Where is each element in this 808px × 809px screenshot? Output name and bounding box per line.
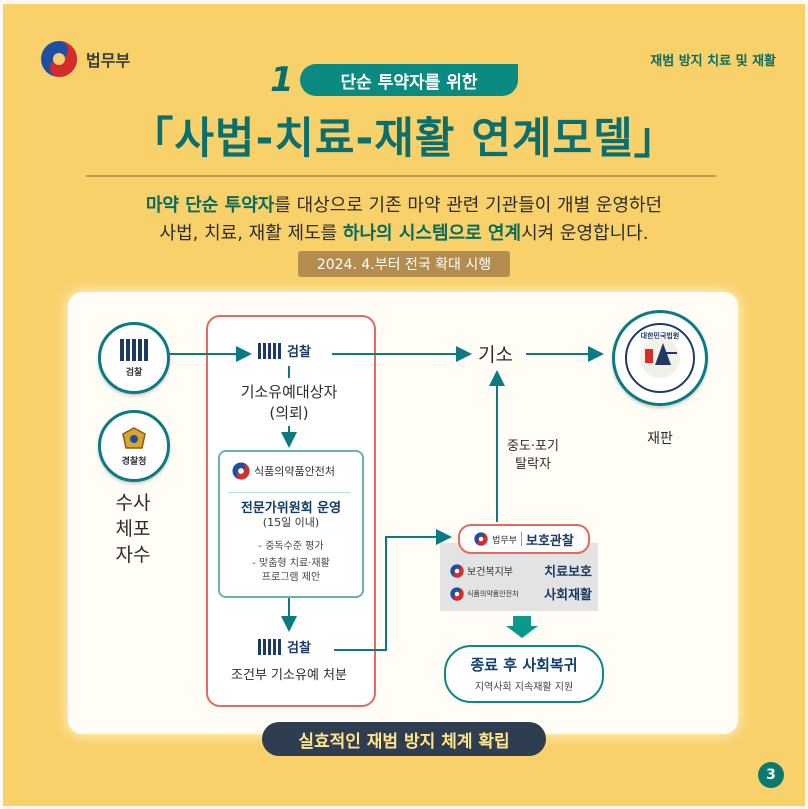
probation-pill: 법무부 보호관찰 (458, 524, 590, 554)
taegeuk-logo-icon (450, 586, 464, 601)
dropout-line2: 탈락자 (515, 457, 551, 472)
committee-item-2b: 프로그램 제안 (261, 572, 321, 583)
description-text-2a: 사법, 치료, 재활 제도를 (159, 223, 343, 244)
ministry-name: 법무부 (86, 51, 131, 70)
mfds-label-row: 식품의약품안전처 (232, 462, 335, 480)
rehab-org-panel (440, 543, 598, 611)
ministry-logo-row: 법무부 (40, 40, 130, 78)
prosecution-bars-icon (258, 342, 281, 359)
court-circle: 대한민국법원 (612, 310, 708, 406)
series-tag: 재범 방지 치료 및 재활 (650, 54, 776, 69)
committee-divider (228, 492, 350, 493)
committee-title: 전문가위원회 운영 (240, 501, 342, 516)
committee-period: (15일 이내) (262, 516, 320, 529)
prosecution-top-text: 검찰 (287, 345, 311, 360)
prosecution-bars-icon (120, 338, 148, 361)
description-text-1: 를 대상으로 기존 마약 관련 기관들이 개별 운영하던 (274, 195, 663, 216)
police-circle-label: 경찰청 (121, 456, 147, 467)
description-line-2: 사법, 치료, 재활 제도를 하나의 시스템으로 연계시켜 운영합니다. (0, 219, 808, 245)
welfare-row: 보건복지부 치료보호 (450, 561, 592, 580)
step-arrest: 체포 (115, 518, 151, 540)
court-seal-icon (625, 323, 695, 393)
step-surrender: 자수 (115, 544, 151, 566)
end-subtitle: 지역사회 지속재활 지원 (474, 682, 574, 693)
trial-label: 재판 (647, 431, 673, 447)
deferred-candidate-line2: (의뢰) (269, 404, 309, 422)
description-line-1: 마약 단순 투약자를 대상으로 기존 마약 관련 기관들이 개별 운영하던 (0, 191, 808, 217)
indictment-label: 기소 (478, 344, 513, 366)
taegeuk-logo-icon (474, 532, 488, 546)
end-title: 종료 후 사회복귀 (470, 656, 578, 674)
bottom-banner: 실효적인 재범 방지 체계 확립 (262, 722, 546, 756)
arrow-rehab-to-end (506, 616, 538, 638)
main-title: 「사법-치료-재활 연계모델」 (130, 114, 678, 164)
probation-ministry: 법무부 (492, 535, 517, 546)
description-highlight-2: 하나의 시스템으로 연계 (342, 223, 522, 244)
step-investigation: 수사 (115, 492, 151, 514)
conditional-disposition: 조건부 기소유예 처분 (231, 668, 347, 683)
dropout-line1: 중도·포기 (507, 439, 559, 454)
taegeuk-logo-icon (232, 462, 250, 480)
page-number: 3 (758, 762, 784, 788)
prosecution-bars-icon (258, 638, 281, 655)
subtitle-pill: 단순 투약자를 위한 (300, 64, 518, 96)
welfare-ministry: 보건복지부 (467, 567, 513, 578)
taegeuk-logo-icon (41, 41, 77, 77)
description-text-2b: 시켜 운영합니다. (521, 223, 649, 244)
prosecution-circle: 검찰 (98, 322, 170, 394)
committee-items: - 중독수준 평가 - 맞춤형 치료·재활 프로그램 제안 (218, 540, 364, 585)
mfds-row: 식품의약품안전처 사회재활 (450, 584, 592, 603)
treatment-protection: 치료보호 (544, 565, 592, 580)
committee-item-2a: - 맞춤형 치료·재활 (252, 558, 330, 569)
committee-item-1: - 중독수준 평가 (258, 541, 324, 552)
section-number: 1 (270, 60, 294, 100)
arrow-disposition-to-probation (334, 529, 452, 651)
mfds-label: 식품의약품안전처 (254, 465, 335, 478)
social-rehab: 사회재활 (544, 588, 592, 603)
welfare-ministry-group: 보건복지부 (450, 563, 513, 578)
mfds-small: 식품의약품안전처 (467, 589, 519, 598)
court-seal-text: 대한민국법원 (640, 332, 680, 340)
police-circle: 경찰청 (98, 410, 170, 482)
deferred-candidate-line1: 기소유예대상자 (240, 383, 338, 401)
prosecution-bottom-text: 검찰 (287, 641, 311, 656)
social-return-box: 종료 후 사회복귀 지역사회 지속재활 지원 (444, 645, 604, 703)
description-highlight-1: 마약 단순 투약자 (145, 195, 275, 216)
prosecution-bottom-label: 검찰 (258, 637, 311, 656)
probation-office: 보호관찰 (526, 533, 574, 549)
taegeuk-logo-icon (450, 563, 464, 578)
pill-separator (521, 532, 522, 546)
date-note: 2024. 4.부터 전국 확대 시행 (298, 251, 510, 277)
prosecution-top-label: 검찰 (258, 341, 311, 360)
divider (86, 175, 716, 177)
mfds-small-group: 식품의약품안전처 (450, 586, 519, 601)
deferred-candidate: 기소유예대상자 (의뢰) (206, 382, 372, 424)
investigation-steps: 수사 체포 자수 (100, 490, 166, 568)
prosecution-circle-label: 검찰 (125, 367, 143, 378)
police-emblem-icon (122, 426, 146, 449)
dropout-label: 중도·포기 탈락자 (498, 438, 568, 474)
